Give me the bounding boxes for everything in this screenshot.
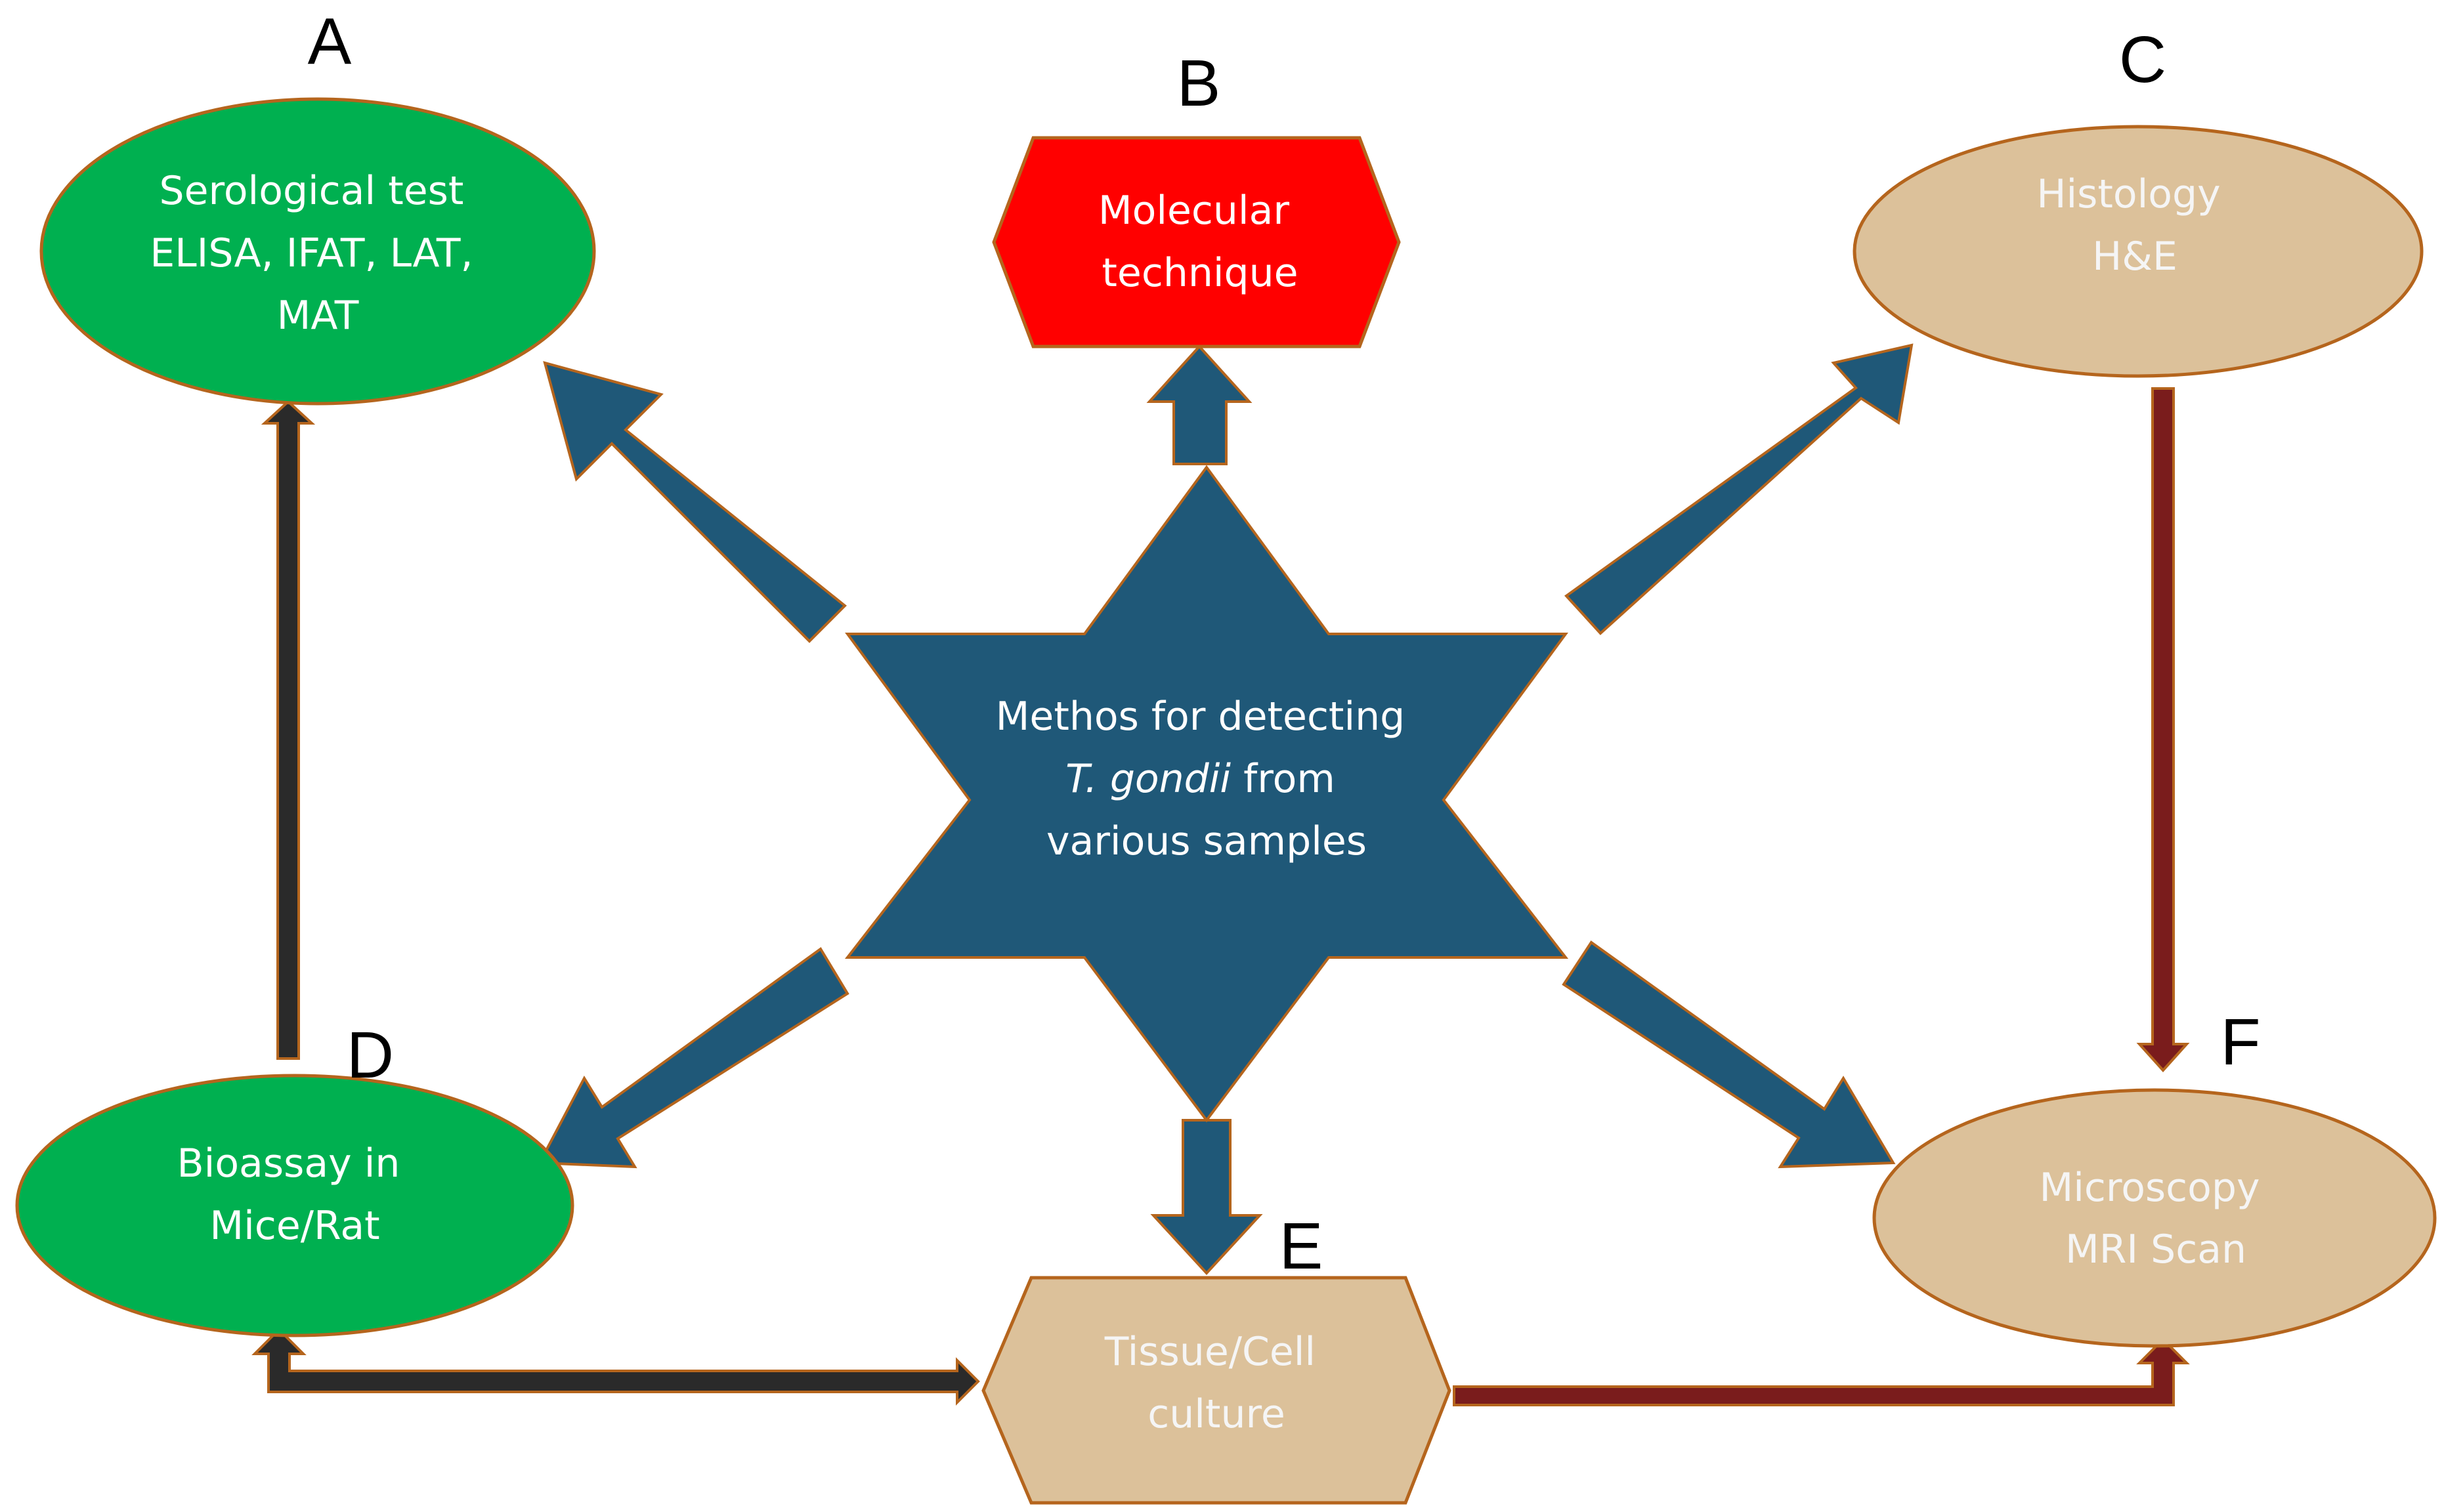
node-a-line-1: Serological test: [160, 168, 464, 214]
node-e-line-1: Tissue/Cell: [1104, 1329, 1316, 1375]
node-c: Histology H&E: [1853, 125, 2424, 378]
arrow-center-to-a: [543, 361, 847, 643]
node-e-text: Tissue/Cell culture: [1104, 1329, 1328, 1437]
label-d: D: [347, 1018, 394, 1092]
center-line-2-rest: from: [1231, 756, 1335, 802]
node-a-line-3: MAT: [277, 293, 359, 339]
node-b-line-1: Molecular: [1098, 188, 1290, 234]
center-line-2: T. gondii from: [1065, 756, 1335, 802]
node-c-line-2: H&E: [2092, 234, 2177, 280]
center-arrows: [537, 343, 1914, 1275]
node-d-shape: [15, 1074, 574, 1337]
node-e: Tissue/Cell culture: [981, 1276, 1451, 1505]
label-b: B: [1177, 47, 1221, 120]
node-d-line-1: Bioassay in: [177, 1141, 400, 1186]
node-b-line-2: technique: [1102, 250, 1298, 296]
arrow-center-to-b: [1146, 345, 1253, 465]
arrow-center-to-d: [537, 947, 849, 1169]
arrow-e-to-f: [1453, 1337, 2190, 1406]
node-d-line-2: Mice/Rat: [209, 1203, 379, 1249]
node-b-shape: [992, 136, 1401, 348]
node-a-text: Serological test ELISA, IFAT, LAT, MAT: [150, 168, 485, 339]
node-c-text: Histology H&E: [2036, 171, 2233, 280]
node-c-line-1: Histology: [2036, 171, 2220, 217]
arrow-center-to-c: [1564, 343, 1914, 635]
node-d-text: Bioassay in Mice/Rat: [177, 1141, 413, 1249]
arrow-c-to-f: [2136, 387, 2190, 1072]
node-f-line-1: Microscopy: [2039, 1165, 2260, 1211]
node-f-shape: [1872, 1088, 2437, 1348]
node-a: Serological test ELISA, IFAT, LAT, MAT: [39, 97, 596, 406]
label-c: C: [2119, 23, 2166, 96]
node-a-line-2: ELISA, IFAT, LAT,: [150, 230, 473, 276]
center-species-italic: T. gondii: [1065, 756, 1231, 802]
node-d: Bioassay in Mice/Rat: [15, 1074, 574, 1337]
arrow-d-to-a: [261, 400, 316, 1060]
center-star: [844, 465, 1569, 1123]
center-line-1: Methos for detecting: [996, 694, 1405, 740]
label-e: E: [1279, 1209, 1323, 1283]
label-a: A: [308, 5, 352, 78]
center-text: Methos for detecting T. gondii from vari…: [996, 694, 1418, 864]
label-f: F: [2220, 1005, 2260, 1079]
node-f-text: Microscopy MRI Scan: [2039, 1165, 2272, 1272]
node-e-line-2: culture: [1147, 1391, 1285, 1437]
arrow-center-to-f: [1562, 940, 1896, 1169]
node-b-text: Molecular technique: [1098, 188, 1302, 296]
node-a-shape: [39, 97, 596, 406]
node-f: Microscopy MRI Scan: [1872, 1088, 2437, 1348]
center-line-3: various samples: [1046, 818, 1367, 864]
node-c-shape: [1853, 125, 2424, 378]
arrow-center-to-e: [1150, 1119, 1263, 1275]
node-b: Molecular technique: [992, 136, 1401, 348]
arrow-d-e-bidirectional: [251, 1328, 980, 1406]
node-e-shape: [981, 1276, 1451, 1505]
node-f-line-2: MRI Scan: [2065, 1227, 2246, 1272]
